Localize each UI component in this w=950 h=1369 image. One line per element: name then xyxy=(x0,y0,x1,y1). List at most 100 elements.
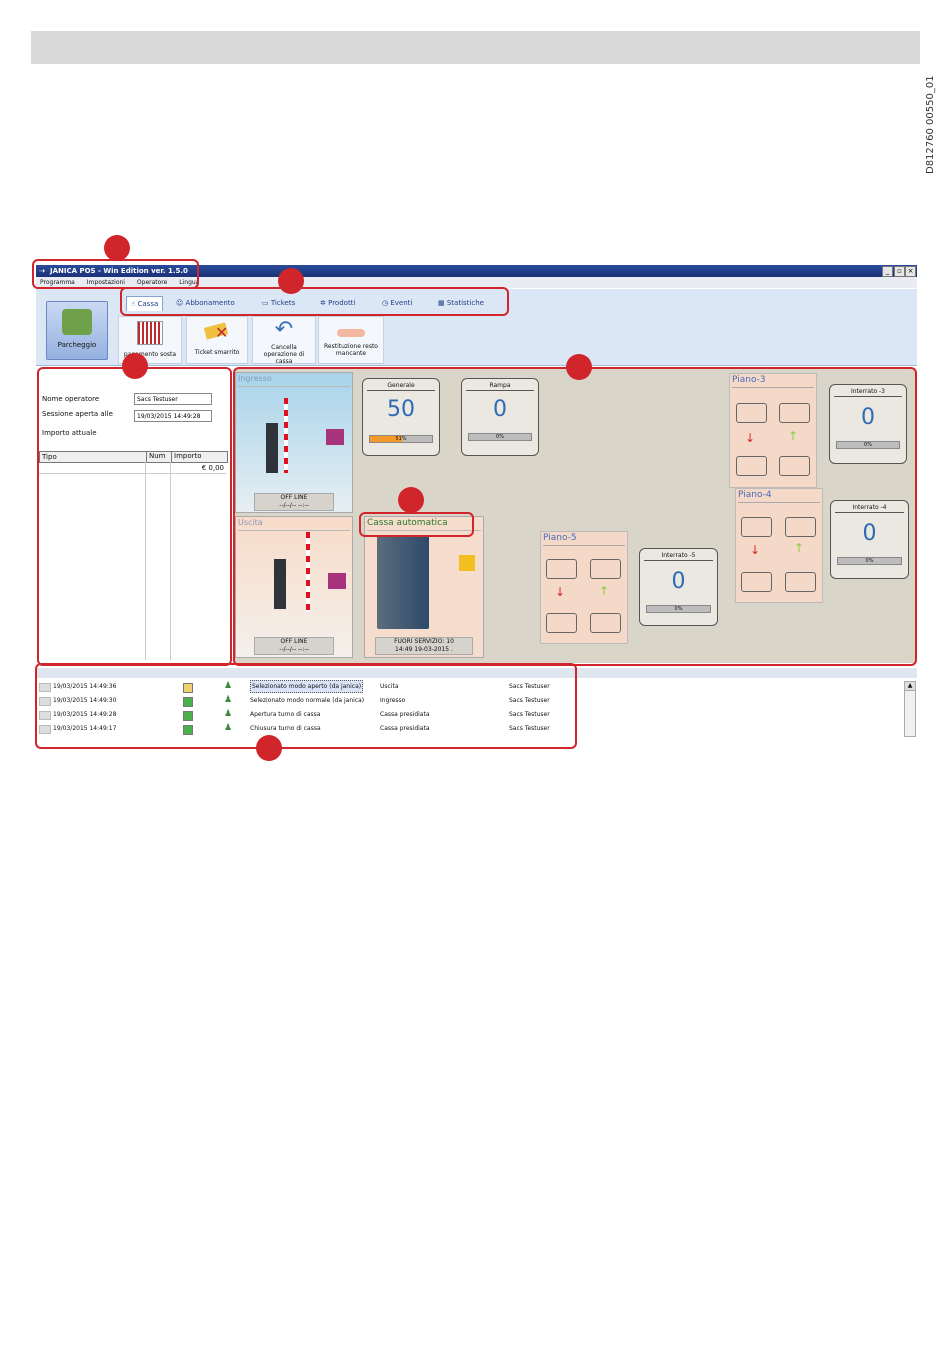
barrier-arm-icon xyxy=(306,532,310,612)
operator-panel: Nome operatore Sessione aperta alle Impo… xyxy=(39,369,229,662)
status-icon xyxy=(183,683,193,693)
log-scrollbar[interactable]: ▲ xyxy=(904,681,916,737)
cassa-status-line2: 14:49 19-03-2015 . xyxy=(395,646,453,653)
ticket-smarrito-button[interactable]: ✕ Ticket smarrito xyxy=(186,316,248,364)
log-row[interactable]: 19/03/2015 14:49:28♟Apertura turno di ca… xyxy=(39,708,569,721)
restituzione-resto-label: Restituzione resto mancante xyxy=(324,343,378,357)
tab-abbonamento-label: Abbonamento xyxy=(185,299,235,307)
callout-dot xyxy=(104,235,130,261)
piano-3-panel[interactable]: Piano-3 ↓ ↑ xyxy=(729,373,817,488)
tab-eventi[interactable]: ◷ Eventi xyxy=(382,296,412,310)
log-message: Selezionato modo aperto (da janica) xyxy=(250,680,364,693)
log-row[interactable]: 19/03/2015 14:49:17♟Chiusura turno di ca… xyxy=(39,722,569,735)
operator-label: Nome operatore xyxy=(42,395,100,403)
user-icon: ♟ xyxy=(224,709,233,719)
lost-ticket-icon: ✕ xyxy=(203,321,231,342)
gauge-generale-percent: 51% xyxy=(395,436,407,442)
session-field[interactable] xyxy=(134,410,212,422)
tab-prodotti[interactable]: ✲ Prodotti xyxy=(320,296,355,310)
menu-lingua[interactable]: Lingua xyxy=(179,279,200,286)
app-logo-icon: ⇢ xyxy=(39,267,45,275)
undo-icon: ↶ xyxy=(274,317,294,342)
cassa-title: Cassa automatica xyxy=(367,518,448,528)
minimize-button[interactable]: _ xyxy=(882,266,893,277)
barrier-column-icon xyxy=(274,559,286,609)
gauge-interrato-5: Interrato -5 0 0% xyxy=(639,548,718,626)
lane-cassa-automatica[interactable]: Cassa automatica FUORI SERVIZIO: 10 14:4… xyxy=(364,516,484,658)
cancella-operazione-button[interactable]: ↶ Cancella operazione di cassa xyxy=(252,316,316,365)
tab-cassa[interactable]: ☝ Cassa xyxy=(126,296,164,311)
slot xyxy=(590,559,621,579)
tab-statistiche-label: Statistiche xyxy=(446,299,484,307)
ingresso-status-line1: OFF LINE xyxy=(280,494,308,501)
gauge-generale-label: Generale xyxy=(367,381,435,391)
scroll-up-icon[interactable]: ▲ xyxy=(905,682,915,691)
parcheggio-label: Parcheggio xyxy=(57,341,97,349)
gauge-int5-value: 0 xyxy=(671,569,686,594)
callout-dot xyxy=(278,268,304,294)
log-row[interactable]: 19/03/2015 14:49:36♟Selezionato modo ape… xyxy=(39,680,569,693)
gauge-int4-label: Interrato -4 xyxy=(835,503,904,513)
callout-dot xyxy=(256,735,282,761)
lane-ingresso-title: Ingresso xyxy=(238,374,272,383)
ticket-badge-icon xyxy=(328,573,346,589)
gauge-rampa-percent: 0% xyxy=(496,434,504,440)
tab-abbonamento[interactable]: ☺ Abbonamento xyxy=(176,296,235,310)
slot xyxy=(736,403,767,423)
lane-uscita-title: Uscita xyxy=(238,518,263,527)
lane-ingresso-status: OFF LINE --/--/-- --:-- xyxy=(254,493,334,511)
gauge-interrato-3: Interrato -3 0 0% xyxy=(829,384,907,464)
menu-bar: Programma Impostazioni Operatore Lingua xyxy=(36,277,917,288)
up-arrow-icon: ↑ xyxy=(788,429,799,443)
slot xyxy=(736,456,767,476)
title-bar: ⇢ JANICA POS - Win Edition ver. 1.5.0 _ … xyxy=(36,265,917,277)
callout-box-log xyxy=(35,663,577,749)
close-button[interactable]: × xyxy=(905,266,916,277)
up-arrow-icon: ↑ xyxy=(599,584,610,598)
log-location: Ingresso xyxy=(380,697,406,704)
status-icon xyxy=(183,725,193,735)
callout-box-title xyxy=(32,259,199,289)
piano-4-panel[interactable]: Piano-4 ↓ ↑ xyxy=(735,488,823,603)
restore-button[interactable]: ▫ xyxy=(894,266,905,277)
lane-uscita-status: OFF LINE --/--/-- --:-- xyxy=(254,637,334,655)
piano-5-panel[interactable]: Piano-5 ↓ ↑ xyxy=(540,531,628,644)
gauge-int3-bar: 0% xyxy=(836,441,900,449)
callout-box-cassa xyxy=(359,512,474,537)
gauge-interrato-4: Interrato -4 0 0% xyxy=(830,500,909,579)
menu-programma[interactable]: Programma xyxy=(40,279,75,286)
log-user: Sacs Testuser xyxy=(509,711,550,718)
log-location: Uscita xyxy=(380,683,399,690)
piano-4-title: Piano-4 xyxy=(738,490,772,500)
tab-statistiche[interactable]: ▦ Statistiche xyxy=(438,296,484,310)
lane-ingresso[interactable]: Ingresso OFF LINE --/--/-- --:-- xyxy=(235,372,353,513)
cassa-status: FUORI SERVIZIO: 10 14:49 19-03-2015 . xyxy=(375,637,473,655)
gauge-rampa-bar: 0% xyxy=(468,433,532,441)
tab-strip: ☝ Cassa ☺ Abbonamento ▭ Tickets ✲ Prodot… xyxy=(122,294,507,311)
log-location: Cassa presidiata xyxy=(380,725,430,732)
uscita-status-line2: --/--/-- --:-- xyxy=(279,646,309,653)
pagamento-sosta-button[interactable]: pagamento sosta xyxy=(118,316,182,364)
gauge-int3-percent: 0% xyxy=(864,442,872,448)
tab-tickets[interactable]: ▭ Tickets xyxy=(262,296,295,310)
barrier-column-icon xyxy=(266,423,278,473)
callout-dot xyxy=(566,354,592,380)
ticket-smarrito-label: Ticket smarrito xyxy=(194,349,240,356)
restituzione-resto-button[interactable]: Restituzione resto mancante xyxy=(318,316,384,364)
slot xyxy=(779,456,810,476)
parcheggio-button[interactable]: Parcheggio xyxy=(46,301,108,360)
down-arrow-icon: ↓ xyxy=(745,431,756,445)
gauge-generale: Generale 50 51% xyxy=(362,378,440,456)
total-amount: € 0,00 xyxy=(201,464,224,472)
log-row[interactable]: 19/03/2015 14:49:30♟Selezionato modo nor… xyxy=(39,694,569,707)
operator-field[interactable] xyxy=(134,393,212,405)
menu-impostazioni[interactable]: Impostazioni xyxy=(86,279,125,286)
people-icon: ☺ xyxy=(176,299,184,307)
menu-operatore[interactable]: Operatore xyxy=(136,279,168,286)
cancella-operazione-label: Cancella operazione di cassa xyxy=(263,344,305,365)
down-arrow-icon: ↓ xyxy=(555,585,566,599)
gauge-int4-bar: 0% xyxy=(837,557,902,565)
lane-uscita[interactable]: Uscita OFF LINE --/--/-- --:-- xyxy=(235,516,353,658)
log-time: 19/03/2015 14:49:28 xyxy=(53,711,117,718)
callout-box-tabs xyxy=(120,287,509,316)
